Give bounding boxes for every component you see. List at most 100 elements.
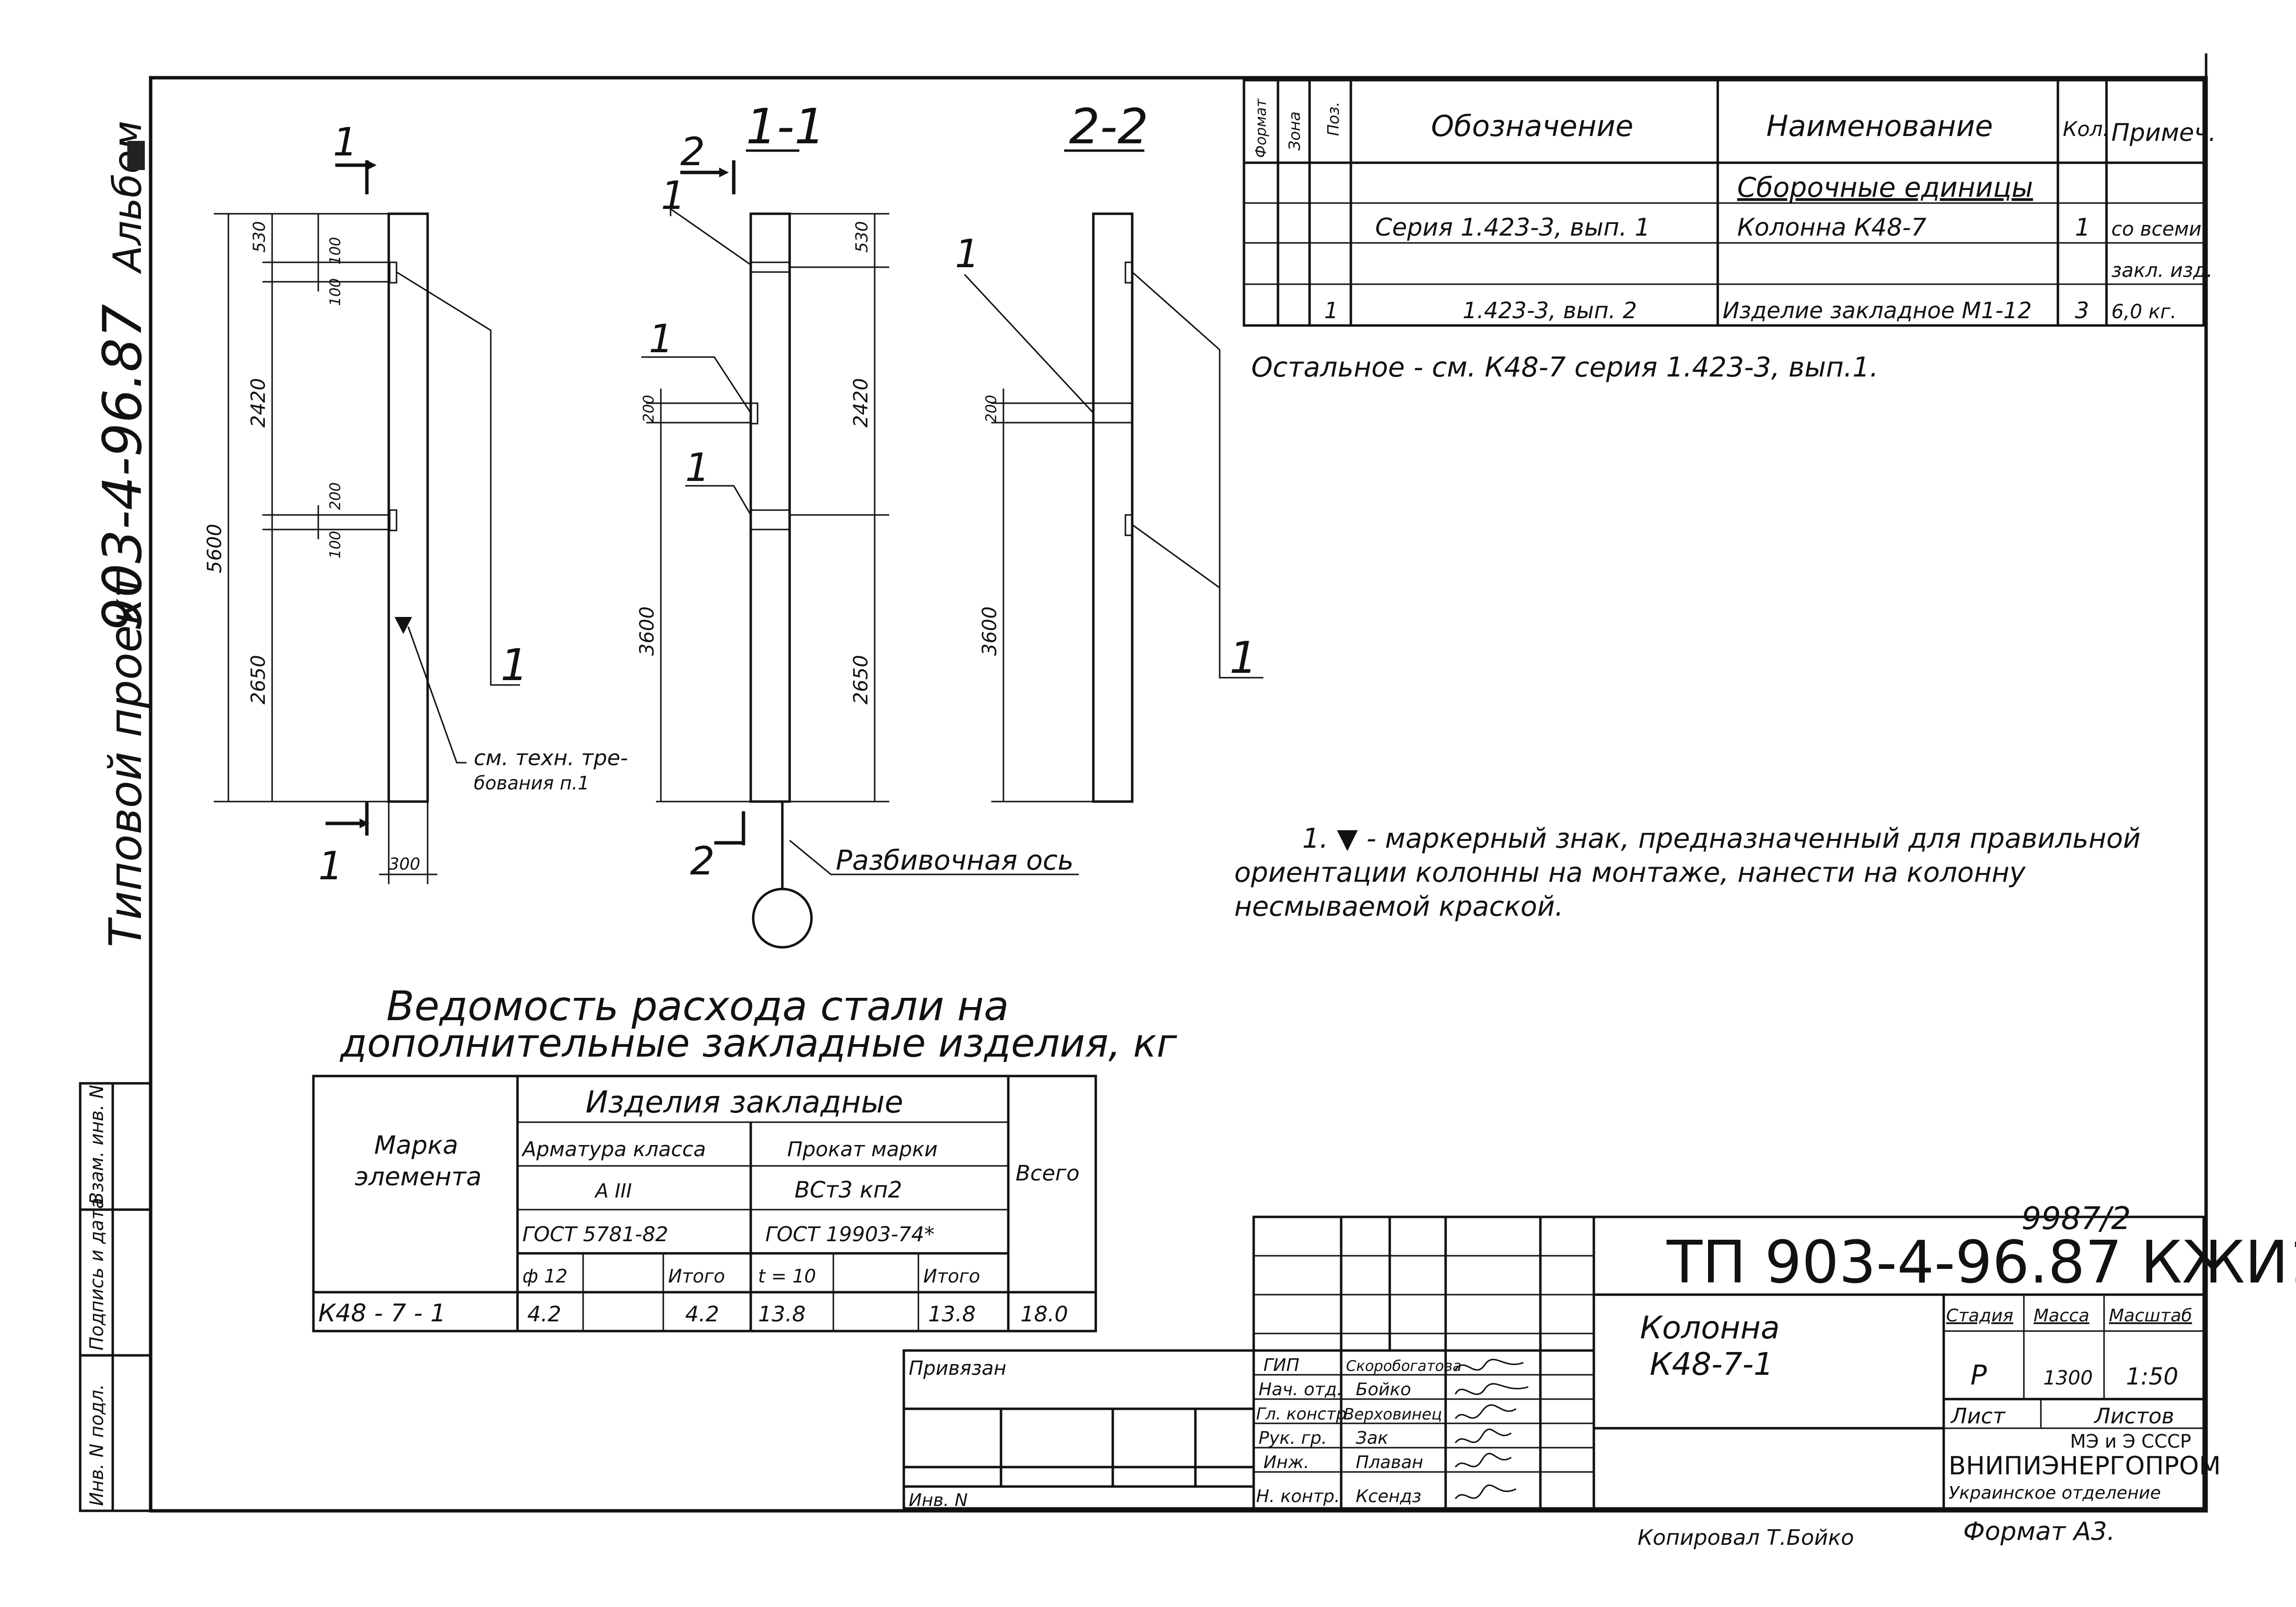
svg-text:ВСт3 кп2: ВСт3 кп2	[794, 1177, 902, 1203]
svg-text:Итого: Итого	[668, 1265, 725, 1287]
svg-text:100: 100	[327, 531, 344, 559]
svg-text:Итого: Итого	[923, 1265, 980, 1287]
spec-h-name: Наименование	[1766, 109, 1993, 143]
strip-replace-label: Взам. инв. N	[86, 1085, 107, 1205]
sheet-frame	[149, 76, 2208, 1513]
column-body-1	[387, 212, 429, 803]
svg-text:Бойко: Бойко	[1356, 1380, 1411, 1400]
view-section-1-1: 1-1 530 2420 2650 200 3600 2 2 1 1 1	[636, 98, 1079, 949]
svg-text:18.0: 18.0	[1020, 1302, 1068, 1327]
svg-text:2: 2	[690, 838, 715, 884]
project-prefix: Типовой проект	[100, 571, 152, 947]
svg-text:1: 1	[2075, 213, 2090, 241]
project-number: 903-4-96.87	[91, 304, 154, 632]
svg-text:1: 1	[1324, 297, 1338, 324]
svg-text:Лист: Лист	[1950, 1404, 2006, 1429]
svg-text:13.8: 13.8	[758, 1302, 806, 1327]
svg-text:Инж.: Инж.	[1263, 1453, 1309, 1472]
svg-text:Верховинец: Верховинец	[1344, 1405, 1442, 1423]
general-note: 1. ▼ - маркерный знак, предназначенный д…	[1234, 823, 2141, 923]
svg-text:Масштаб: Масштаб	[2109, 1306, 2192, 1326]
svg-text:1: 1	[333, 120, 358, 165]
stamp-code: ТП 903-4-96.87 КЖИ1	[1666, 1229, 2296, 1297]
stamp-small-number: 9987/2	[2021, 1201, 2131, 1237]
spec-h-zone: Зона	[1285, 111, 1304, 151]
axis-circle	[752, 888, 813, 949]
column-body-2	[749, 212, 791, 803]
svg-text:530: 530	[250, 221, 269, 253]
svg-text:ВНИПИЭНЕРГОПРОМ: ВНИПИЭНЕРГОПРОМ	[1949, 1452, 2221, 1481]
svg-text:Скоробогатова: Скоробогатова	[1346, 1358, 1462, 1375]
svg-text:2650: 2650	[247, 655, 270, 704]
spec-h-designation: Обозначение	[1431, 109, 1633, 143]
title-stamp: 9987/2 ГИП Нач. отд. Гл. констр. Рук. гр…	[902, 1201, 2296, 1510]
svg-text:А III: А III	[594, 1180, 632, 1202]
svg-text:Ксендз: Ксендз	[1356, 1487, 1421, 1506]
svg-text:Прокат марки: Прокат марки	[787, 1137, 938, 1161]
marker-triangle	[395, 617, 412, 634]
svg-text:200: 200	[327, 482, 344, 510]
svg-text:Колонна: Колонна	[1640, 1310, 1780, 1346]
svg-text:300: 300	[389, 855, 420, 874]
svg-text:1: 1	[661, 173, 686, 218]
svg-text:К48-7-1: К48-7-1	[1650, 1347, 1774, 1383]
svg-text:Рук. гр.: Рук. гр.	[1259, 1428, 1327, 1448]
svg-text:4.2: 4.2	[685, 1302, 719, 1327]
spec-h-note: Примеч.	[2111, 119, 2216, 147]
svg-text:Украинское отделение: Украинское отделение	[1949, 1483, 2161, 1503]
svg-text:530: 530	[852, 221, 872, 253]
strip-inv-label: Инв. N подл.	[86, 1384, 107, 1506]
svg-text:1: 1	[649, 316, 673, 361]
svg-text:несмываемой краской.: несмываемой краской.	[1234, 891, 1564, 923]
svg-text:Изделие закладное М1-12: Изделие закладное М1-12	[1723, 297, 2032, 324]
column-body-3	[1092, 212, 1134, 803]
svg-text:ГИП: ГИП	[1263, 1355, 1299, 1375]
svg-text:К48 - 7 - 1: К48 - 7 - 1	[318, 1299, 446, 1327]
svg-text:Изделия закладные: Изделия закладные	[586, 1084, 903, 1120]
svg-text:200: 200	[983, 395, 1000, 423]
section-1-1-title: 1-1	[746, 98, 825, 155]
steel-title-1: Ведомость расхода стали на	[386, 982, 1009, 1030]
spec-h-format: Формат	[1253, 98, 1270, 158]
svg-text:Плаван: Плаван	[1356, 1453, 1423, 1472]
svg-text:Стадия: Стадия	[1946, 1306, 2013, 1326]
svg-text:Масса: Масса	[2034, 1306, 2089, 1326]
svg-text:Марка: Марка	[374, 1131, 458, 1160]
album-stamp-mark	[127, 141, 145, 170]
svg-text:1.423-3, вып. 2: 1.423-3, вып. 2	[1463, 297, 1637, 324]
svg-text:Н. контр.: Н. контр.	[1256, 1487, 1340, 1506]
svg-text:100: 100	[327, 278, 344, 306]
svg-text:2650: 2650	[850, 655, 872, 704]
section-2-2-title: 2-2	[1069, 98, 1148, 155]
svg-text:Всего: Всего	[1016, 1161, 1079, 1186]
svg-text:Листов: Листов	[2093, 1404, 2174, 1429]
steel-table: Ведомость расхода стали на дополнительны…	[312, 982, 1177, 1333]
svg-text:200: 200	[640, 395, 657, 423]
svg-text:13.8: 13.8	[928, 1302, 976, 1327]
svg-text:Арматура класса: Арматура класса	[521, 1137, 706, 1161]
svg-text:Сборочные единицы: Сборочные единицы	[1737, 172, 2033, 204]
svg-text:ГОСТ 5781-82: ГОСТ 5781-82	[522, 1222, 668, 1246]
svg-text:со всеми: со всеми	[2111, 218, 2202, 240]
svg-text:Серия 1.423-3, вып. 1: Серия 1.423-3, вып. 1	[1375, 213, 1650, 241]
svg-text:t = 10: t = 10	[758, 1265, 816, 1287]
svg-text:1. ▼ - маркерный знак, пред: 1. ▼ - маркерный знак, предназначенный д…	[1302, 823, 2141, 855]
svg-text:Инв. N: Инв. N	[909, 1490, 968, 1510]
view-section-2-2: 2-2 200 3600 1 1	[955, 98, 1263, 803]
steel-title-2: дополнительные закладные изделия, кг	[339, 1021, 1177, 1066]
svg-text:5600: 5600	[204, 524, 226, 573]
svg-text:1: 1	[501, 640, 528, 691]
left-strip: Инв. N подл. Подпись и дата Взам. инв. N	[79, 1082, 152, 1512]
svg-text:3600: 3600	[636, 606, 658, 656]
svg-text:1: 1	[1229, 633, 1257, 684]
spec-footnote: Остальное - см. К48-7 серия 1.423-3, вып…	[1251, 352, 1879, 383]
svg-text:6,0 кг.: 6,0 кг.	[2111, 301, 2176, 323]
svg-text:Р: Р	[1970, 1360, 1987, 1391]
view-facade: 5600 530 100 100 2420 200 100 2650 300 1…	[204, 120, 628, 889]
svg-text:Зак: Зак	[1356, 1428, 1388, 1448]
svg-text:бования п.1: бования п.1	[474, 772, 589, 794]
svg-text:элемента: элемента	[355, 1163, 482, 1192]
svg-text:1: 1	[685, 445, 710, 490]
svg-text:Колонна К48-7: Колонна К48-7	[1737, 213, 1927, 241]
